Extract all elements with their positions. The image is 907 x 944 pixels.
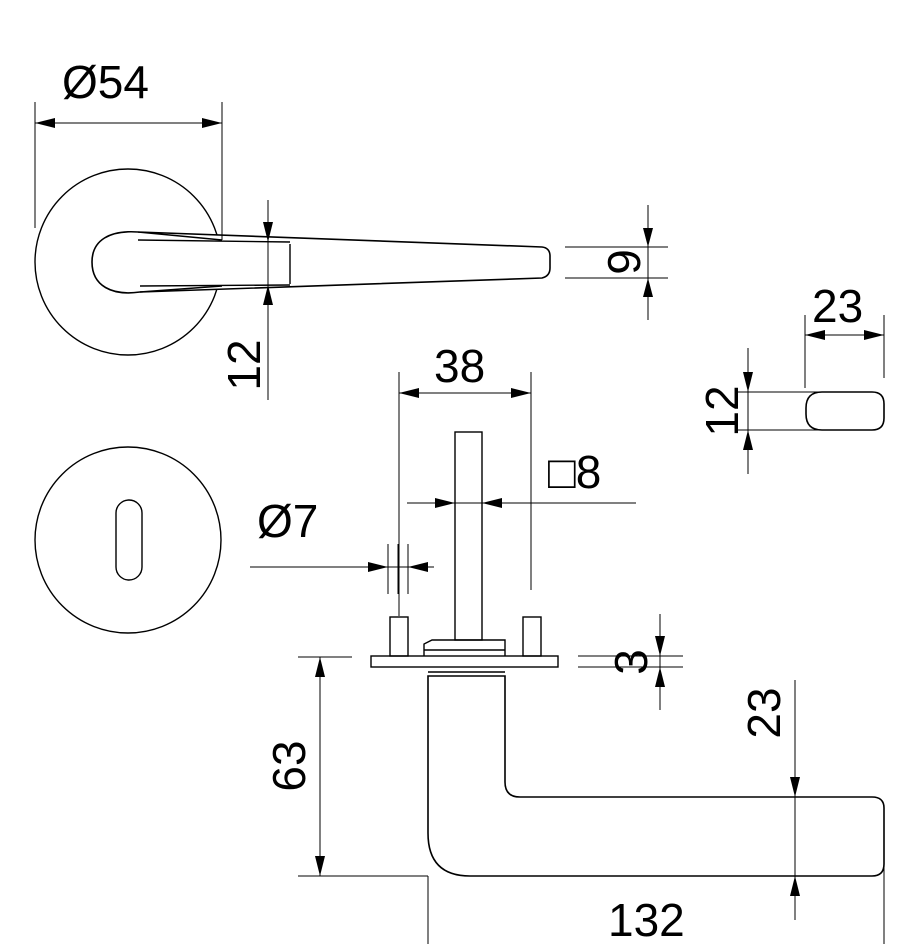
top-view-handle [34, 168, 551, 356]
dim-rose-neck: 12 [218, 200, 273, 400]
keyhole-slot [115, 499, 143, 581]
dim-label-spindle-projection: 38 [434, 340, 485, 392]
lever-side-profile [427, 675, 885, 877]
fixing-pin-left [389, 616, 409, 657]
side-view-handle [370, 431, 885, 877]
dim-label-fixing-pin: Ø7 [257, 495, 318, 547]
dim-lever-height: 63 [263, 656, 428, 877]
fixing-pin-right [522, 616, 542, 657]
dim-rose-plate-thickness: 3 [578, 614, 683, 710]
dim-fixing-pin: Ø7 [250, 495, 434, 594]
dim-label-lever-grip-height: 23 [738, 687, 790, 738]
dim-lever-length: 132 [427, 864, 885, 944]
dim-spindle-square: □8 [407, 446, 636, 508]
dim-label-spindle-square: □8 [548, 446, 601, 498]
dim-label-lever-end-width: 23 [812, 280, 863, 332]
dim-label-lever-length: 132 [608, 894, 685, 944]
dim-label-rose-diameter: Ø54 [62, 56, 149, 108]
lever-neck-line-bottom [139, 285, 223, 293]
dim-spindle-projection: 38 [398, 340, 532, 616]
lever-edge-line [137, 239, 291, 243]
dim-label-lever-end-height: 12 [696, 385, 748, 436]
rose-plate [370, 655, 559, 668]
dim-label-lever-height: 63 [263, 740, 315, 791]
lever-end-profile [805, 391, 885, 431]
lever-neck-line [137, 231, 223, 241]
escutcheon-outline [34, 446, 222, 634]
dim-lever-thickness: 9 [565, 205, 668, 320]
dim-label-lever-thickness: 9 [598, 249, 650, 275]
dim-label-rose-neck: 12 [218, 339, 270, 390]
dim-lever-grip-height: 23 [738, 680, 800, 920]
dim-label-rose-plate-thickness: 3 [605, 649, 657, 675]
spindle-collar [423, 639, 506, 656]
lever-top-view [91, 230, 551, 294]
lever-edge-line-lower [139, 284, 291, 287]
lever-end-view: 23 12 [696, 280, 885, 474]
spindle [454, 431, 483, 641]
dim-rose-diameter: Ø54 [34, 56, 223, 240]
escutcheon-view [34, 446, 222, 634]
